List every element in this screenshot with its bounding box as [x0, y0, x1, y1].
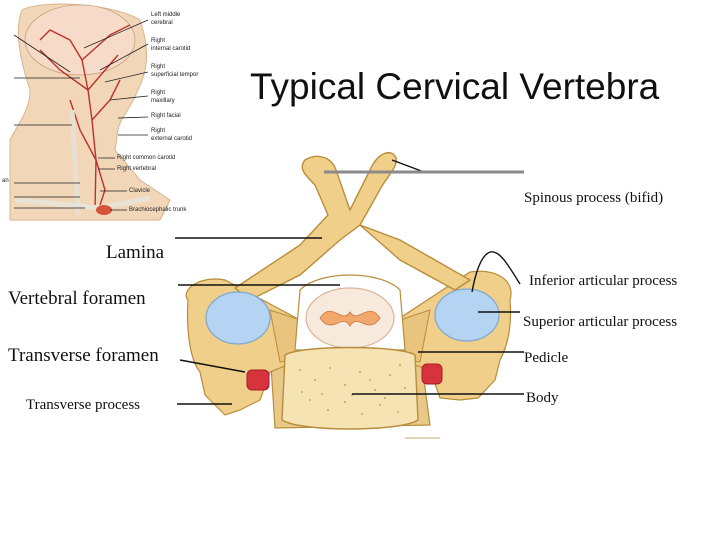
leader-inferior-articular	[471, 251, 521, 293]
inset-label-maxillary: maxillary	[151, 98, 175, 104]
label-vertebral-foramen: Vertebral foramen	[8, 288, 146, 309]
label-superior-articular-process: Superior articular process	[523, 314, 678, 330]
inset-label-brachiocephalic-trunk: Brachiocephalic trunk	[129, 207, 187, 213]
label-spinous-process: Spinous process (bifid)	[524, 190, 664, 206]
inset-label-superficial-temporal: superficial tempor	[151, 72, 199, 78]
label-lamina: Lamina	[106, 242, 165, 263]
inset-label-right-vertebral: Right vertebral	[117, 166, 157, 172]
inset-label-right-facial: Right facial	[151, 113, 181, 119]
slide-title: Typical Cervical Vertebra	[250, 66, 660, 107]
inset-label-left-middle: Left middle	[151, 12, 181, 18]
label-transverse-process: Transverse process	[26, 397, 141, 413]
label-inferior-articular-process: Inferior articular process	[529, 273, 678, 289]
inset-label-right-3: Right	[151, 90, 166, 96]
inset-label-an: an	[2, 178, 9, 184]
inset-label-right-common-carotid: Right common carotid	[117, 155, 176, 161]
inset-label-clavicle: Clavicle	[129, 188, 151, 194]
leader-transverse-foramen	[179, 359, 246, 373]
label-transverse-foramen: Transverse foramen	[8, 345, 159, 366]
label-pedicle: Pedicle	[524, 350, 569, 366]
leader-spinous	[391, 159, 425, 173]
inset-label-cerebral: cerebral	[151, 20, 173, 26]
inset-label-internal-carotid: internal carotid	[151, 46, 191, 52]
inset-label-external-carotid: external carotid	[151, 136, 193, 142]
inset-label-right-1: Right	[151, 38, 166, 44]
inset-label-right-2: Right	[151, 64, 166, 70]
inset-label-right-4: Right	[151, 128, 166, 134]
label-body: Body	[526, 390, 559, 406]
